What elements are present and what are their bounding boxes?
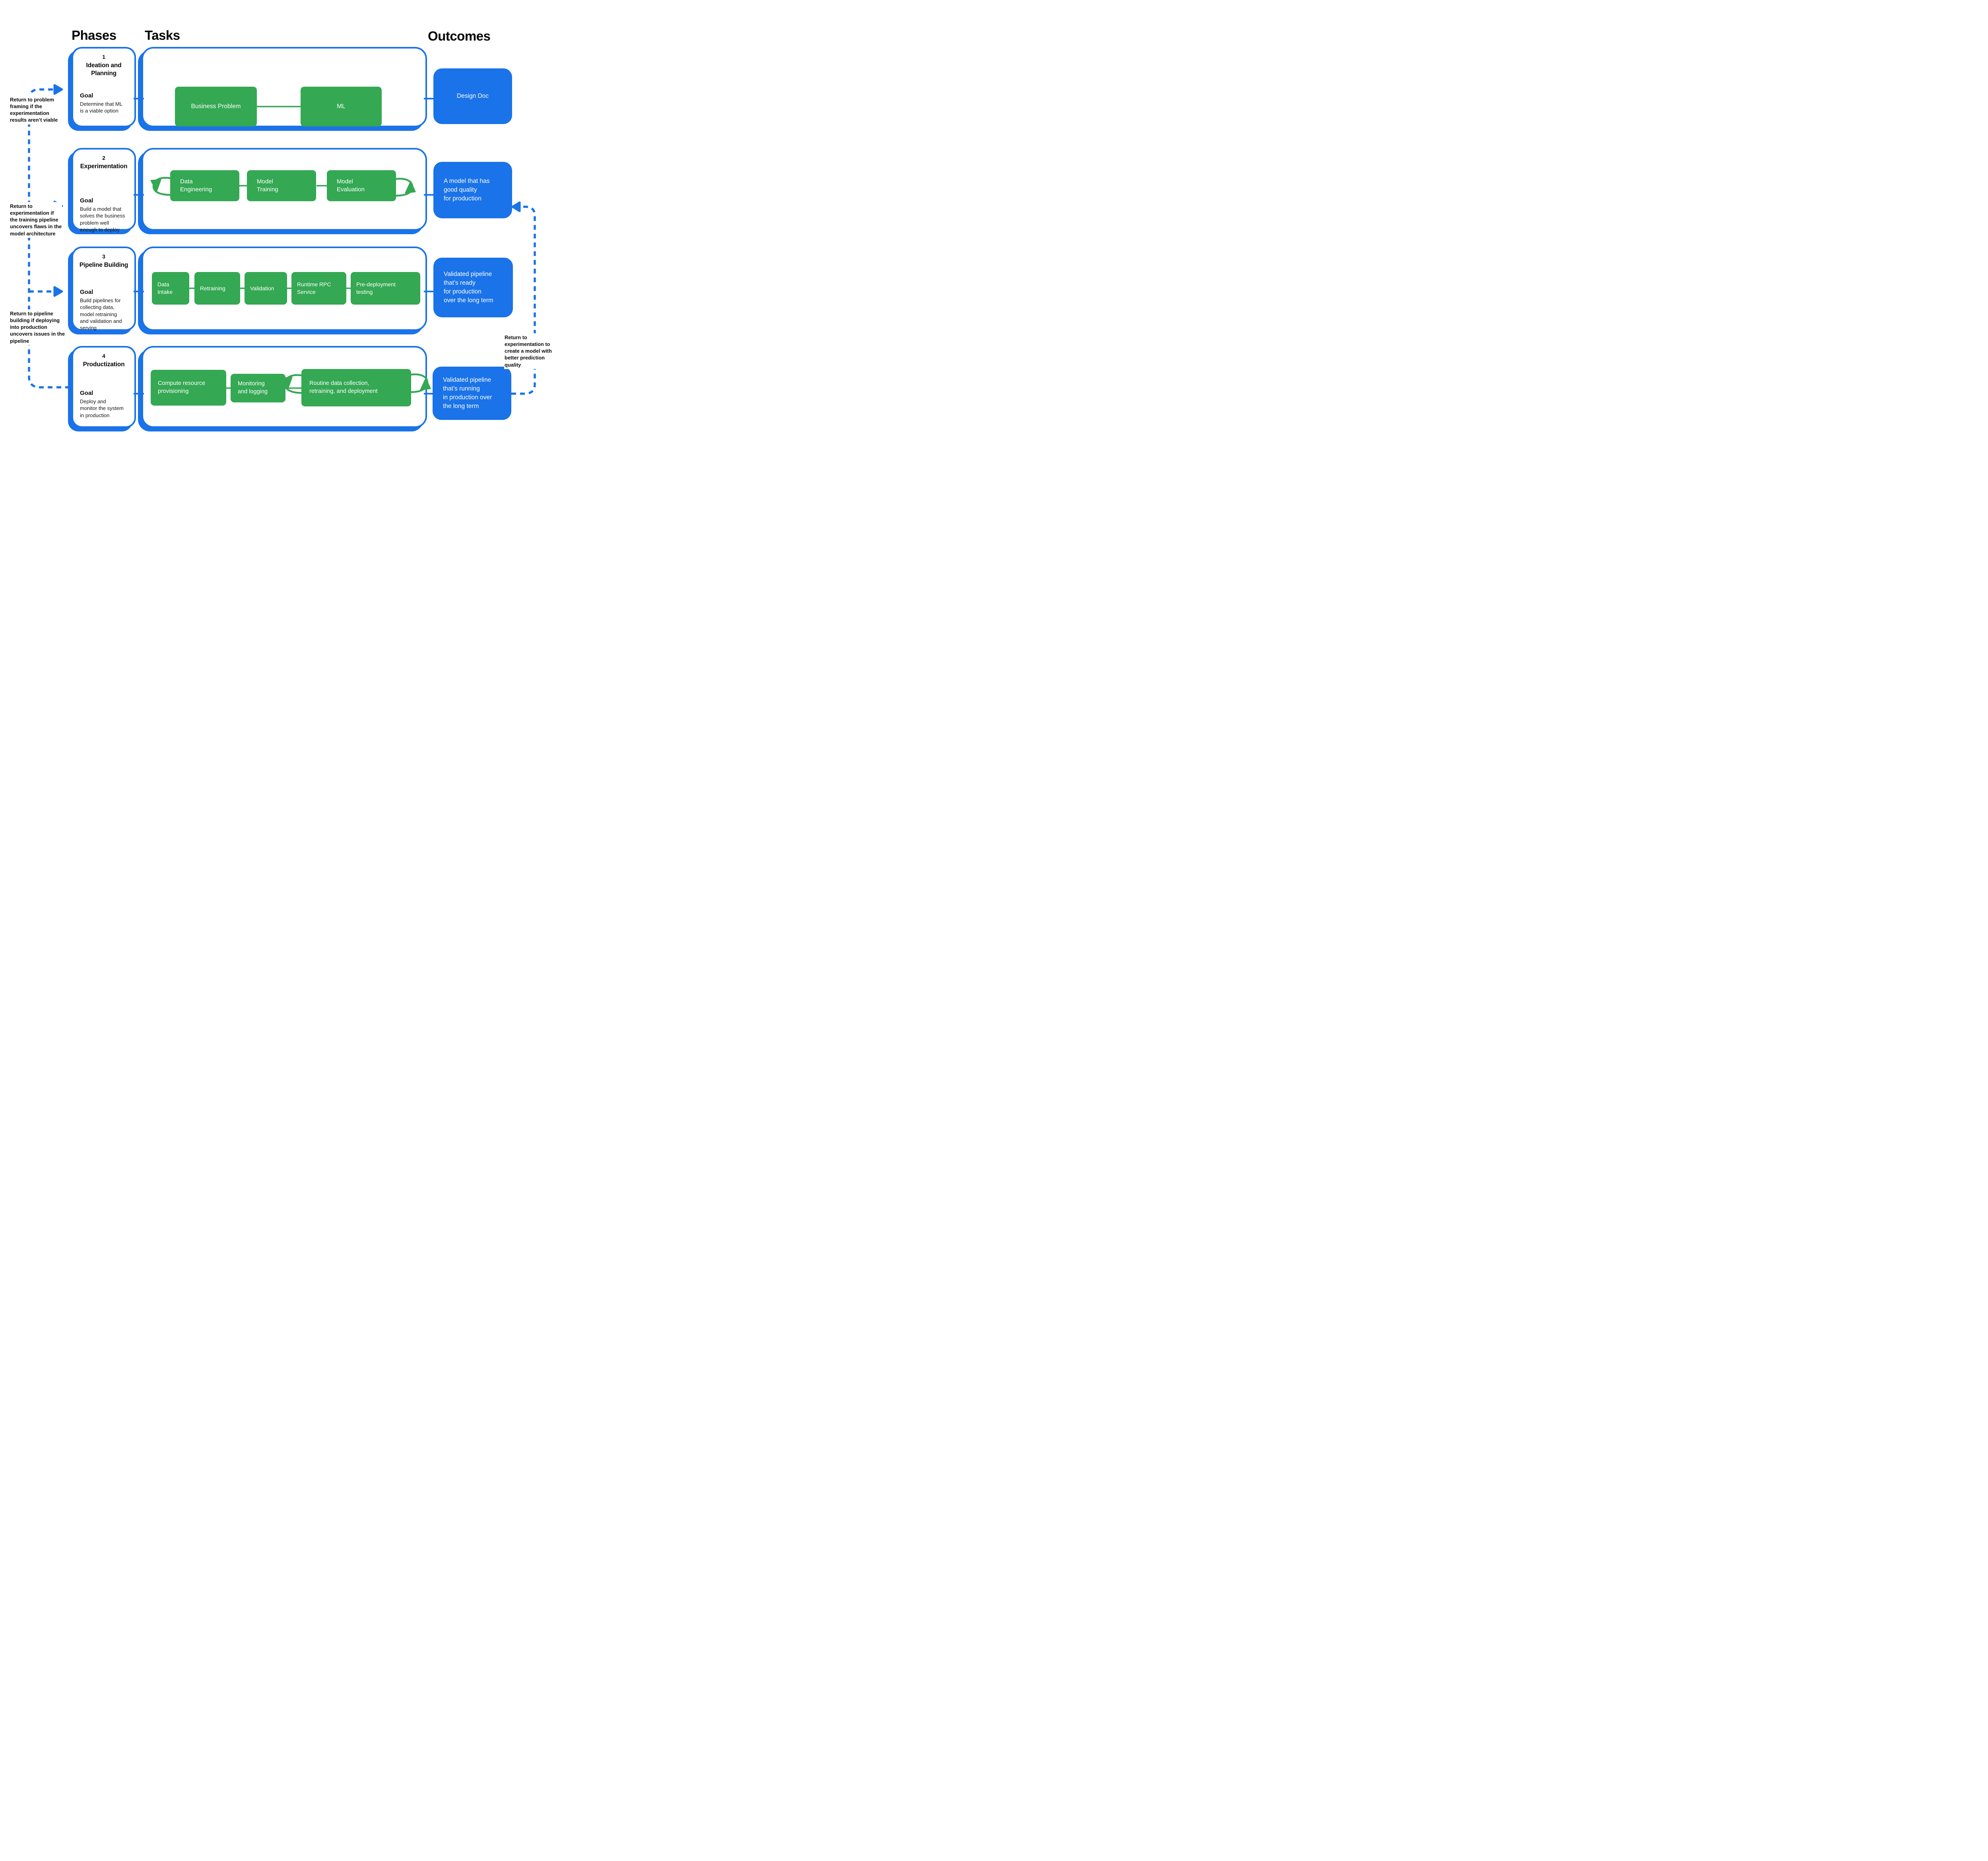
task-box-validation: Validation [245,272,287,305]
phase-card-ideation-planning: 1 Ideation and Planning Goal Determine t… [72,47,136,127]
task-box-ml: ML [301,87,382,126]
annotation-return-experimentation-quality: Return to experimentation to create a mo… [504,333,552,369]
annotation-return-pipeline-building: Return to pipeline building if deploying… [10,309,65,345]
outcome-validated-pipeline-ready: Validated pipeline that’s ready for prod… [433,258,513,317]
outcome-good-quality-model: A model that has good quality for produc… [433,162,512,218]
task-box-data-engineering: Data Engineering [170,170,239,201]
column-header-outcomes: Outcomes [428,29,491,43]
phase-title: Productization [83,361,125,368]
phase-goal: Goal Build pipelines for collecting data… [80,289,132,331]
goal-label: Goal [80,390,93,396]
goal-label: Goal [80,289,93,295]
mlops-lifecycle-diagram: Phases Tasks Outcomes 1 Ideation and Pla… [0,0,564,465]
goal-label: Goal [80,92,93,99]
phase-number: 2 [102,155,105,161]
task-box-data-intake: Data Intake [152,272,189,305]
phase-goal: Goal Build a model that solves the busin… [80,197,132,233]
phase-number: 1 [102,54,105,60]
goal-text: Build pipelines for collecting data, mod… [80,297,122,331]
return-arrowhead-to-model-outcome-icon [511,201,521,212]
goal-text: Determine that ML is a viable option [80,101,122,114]
goal-text: Deploy and monitor the system in product… [80,398,124,418]
return-arrowhead-to-pipeline-building-icon [53,286,63,297]
return-arrowhead-to-ideation-icon [53,84,63,95]
column-header-tasks: Tasks [145,28,180,43]
task-box-retraining: Retraining [194,272,240,305]
task-box-compute-resource-provisioning: Compute resource provisioning [151,370,226,406]
annotation-return-problem-framing: Return to problem framing if the experim… [10,95,58,124]
phase-title: Experimentation [80,163,128,170]
goal-text: Build a model that solves the business p… [80,206,125,233]
outcome-validated-pipeline-running: Validated pipeline that’s running in pro… [433,367,511,420]
outcome-design-doc: Design Doc [433,68,512,124]
annotation-return-experimentation: Return to experimentation if the trainin… [10,202,62,238]
column-header-phases: Phases [72,28,116,43]
phase-title: Ideation and Planning [86,62,122,77]
phase-goal: Goal Deploy and monitor the system in pr… [80,390,132,419]
phase-card-experimentation: 2 Experimentation Goal Build a model tha… [72,148,136,233]
task-box-routine-data-collection: Routine data collection, retraining, and… [301,369,411,406]
phase-goal: Goal Determine that ML is a viable optio… [80,92,132,115]
goal-label: Goal [80,197,93,204]
task-box-monitoring-and-logging: Monitoring and logging [231,374,285,402]
task-box-model-evaluation: Model Evaluation [327,170,396,201]
phase-card-pipeline-building: 3 Pipeline Building Goal Build pipelines… [72,247,136,331]
phase-title: Pipeline Building [79,262,128,268]
task-box-runtime-rpc-service: Runtime RPC Service [291,272,346,305]
phase-number: 4 [102,353,105,359]
task-box-business-problem: Business Problem [175,87,257,126]
phase-number: 3 [102,253,105,260]
task-box-pre-deployment-testing: Pre-deployment testing [351,272,420,305]
task-box-model-training: Model Training [247,170,316,201]
phase-card-productization: 4 Productization Goal Deploy and monitor… [72,346,136,428]
